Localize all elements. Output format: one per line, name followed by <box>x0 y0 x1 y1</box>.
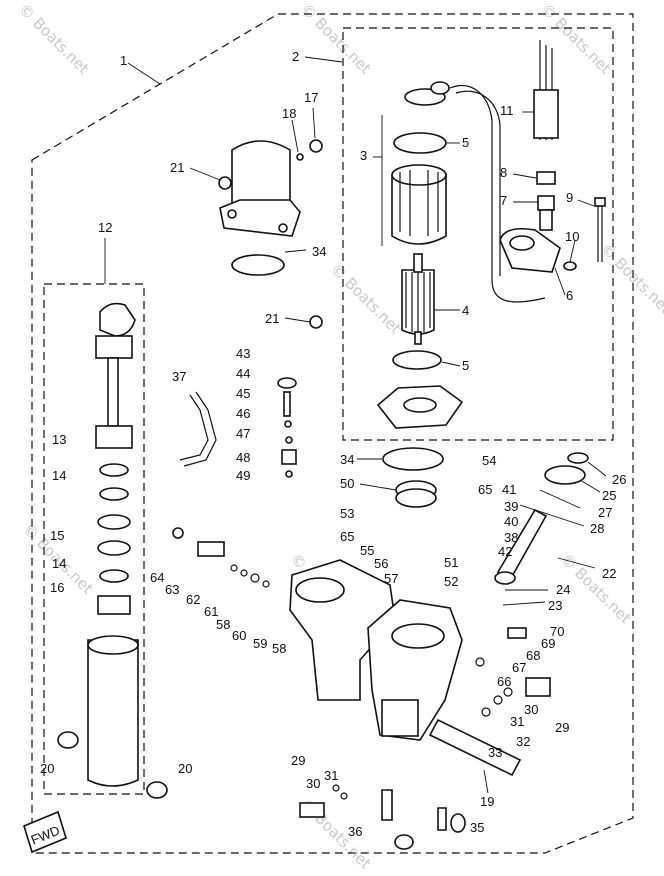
part-label: 18 <box>282 106 296 121</box>
watermark: © Boats.net <box>537 0 615 78</box>
part-label: 14 <box>52 468 66 483</box>
part-label: 5 <box>462 358 469 373</box>
leader-lines <box>104 56 607 794</box>
part-label: 3 <box>360 148 367 163</box>
part-label: 43 <box>236 346 250 361</box>
part-label: 29 <box>555 720 569 735</box>
part-label: 30 <box>524 702 538 717</box>
part-label: 60 <box>232 628 246 643</box>
part-label: 57 <box>384 571 398 586</box>
part-label: 20 <box>178 761 192 776</box>
cylinder-boundary-12 <box>43 283 145 795</box>
motor-cover <box>218 139 444 471</box>
part-label: 36 <box>348 824 362 839</box>
part-label: 13 <box>52 432 66 447</box>
part-label: 38 <box>504 530 518 545</box>
assembly-boundary-1 <box>31 13 634 854</box>
part-label: 28 <box>590 521 604 536</box>
part-label: 8 <box>500 165 507 180</box>
part-label: 5 <box>462 135 469 150</box>
part-label: 56 <box>374 556 388 571</box>
part-label: 25 <box>602 488 616 503</box>
part-label: 31 <box>510 714 524 729</box>
part-label: 61 <box>204 604 218 619</box>
watermark: © Boats.net <box>15 0 93 78</box>
part-label: 9 <box>566 190 573 205</box>
part-label: 66 <box>497 674 511 689</box>
part-label: 31 <box>324 768 338 783</box>
part-label: 15 <box>50 528 64 543</box>
part-label: 26 <box>612 472 626 487</box>
watermark: © Boats.net <box>327 260 405 338</box>
part-label: 2 <box>292 49 299 64</box>
motor-boundary-2 <box>342 27 614 441</box>
part-label: 23 <box>548 598 562 613</box>
part-label: 21 <box>170 160 184 175</box>
part-label: 4 <box>462 303 469 318</box>
part-label: 68 <box>526 648 540 663</box>
cylinder-group <box>57 302 168 799</box>
part-label: 34 <box>312 244 326 259</box>
part-label: 27 <box>598 505 612 520</box>
part-label: 1 <box>120 53 127 68</box>
part-label: 10 <box>565 229 579 244</box>
watermark: © Boats.net <box>597 240 664 318</box>
part-label: 50 <box>340 476 354 491</box>
part-label: 54 <box>482 453 496 468</box>
part-label: 49 <box>236 468 250 483</box>
part-label: 11 <box>500 103 514 118</box>
part-label: 14 <box>52 556 66 571</box>
part-label: 12 <box>98 220 112 235</box>
part-label: 42 <box>498 544 512 559</box>
part-label: 64 <box>150 570 164 585</box>
part-label: 52 <box>444 574 458 589</box>
part-label: 21 <box>265 311 279 326</box>
pump-body-group <box>172 377 589 850</box>
part-label: 48 <box>236 450 250 465</box>
part-label: 17 <box>304 90 318 105</box>
part-label: 63 <box>165 582 179 597</box>
fwd-arrow: FWD <box>23 810 67 854</box>
part-label: 55 <box>360 543 374 558</box>
part-label: 67 <box>512 660 526 675</box>
part-label: 41 <box>502 482 516 497</box>
part-label: 47 <box>236 426 250 441</box>
part-label: 34 <box>340 452 354 467</box>
motor-group <box>376 40 606 429</box>
part-label: 44 <box>236 366 250 381</box>
part-label: 7 <box>500 193 507 208</box>
part-label: 65 <box>340 529 354 544</box>
part-label: 59 <box>253 636 267 651</box>
part-label: 20 <box>40 761 54 776</box>
part-label: 65 <box>478 482 492 497</box>
part-label: 19 <box>480 794 494 809</box>
part-label: 69 <box>541 636 555 651</box>
part-label: 51 <box>444 555 458 570</box>
part-label: 29 <box>291 753 305 768</box>
part-label: 35 <box>470 820 484 835</box>
part-label: 58 <box>216 617 230 632</box>
part-label: 30 <box>306 776 320 791</box>
part-label: 39 <box>504 499 518 514</box>
part-label: 24 <box>556 582 570 597</box>
watermark: © Boats.net <box>297 0 375 78</box>
part-label: 70 <box>550 624 564 639</box>
part-labels: 1 2 3 4 5 5 6 7 8 9 10 11 12 13 14 14 15… <box>40 49 626 839</box>
part-label: 45 <box>236 386 250 401</box>
part-label: 37 <box>172 369 186 384</box>
part-label: 22 <box>602 566 616 581</box>
part-label: 58 <box>272 641 286 656</box>
part-label: 62 <box>186 592 200 607</box>
part-label: 33 <box>488 745 502 760</box>
part-label: 40 <box>504 514 518 529</box>
part-label: 46 <box>236 406 250 421</box>
part-label: 6 <box>566 288 573 303</box>
part-label: 53 <box>340 506 354 521</box>
part-label: 32 <box>516 734 530 749</box>
part-label: 16 <box>50 580 64 595</box>
